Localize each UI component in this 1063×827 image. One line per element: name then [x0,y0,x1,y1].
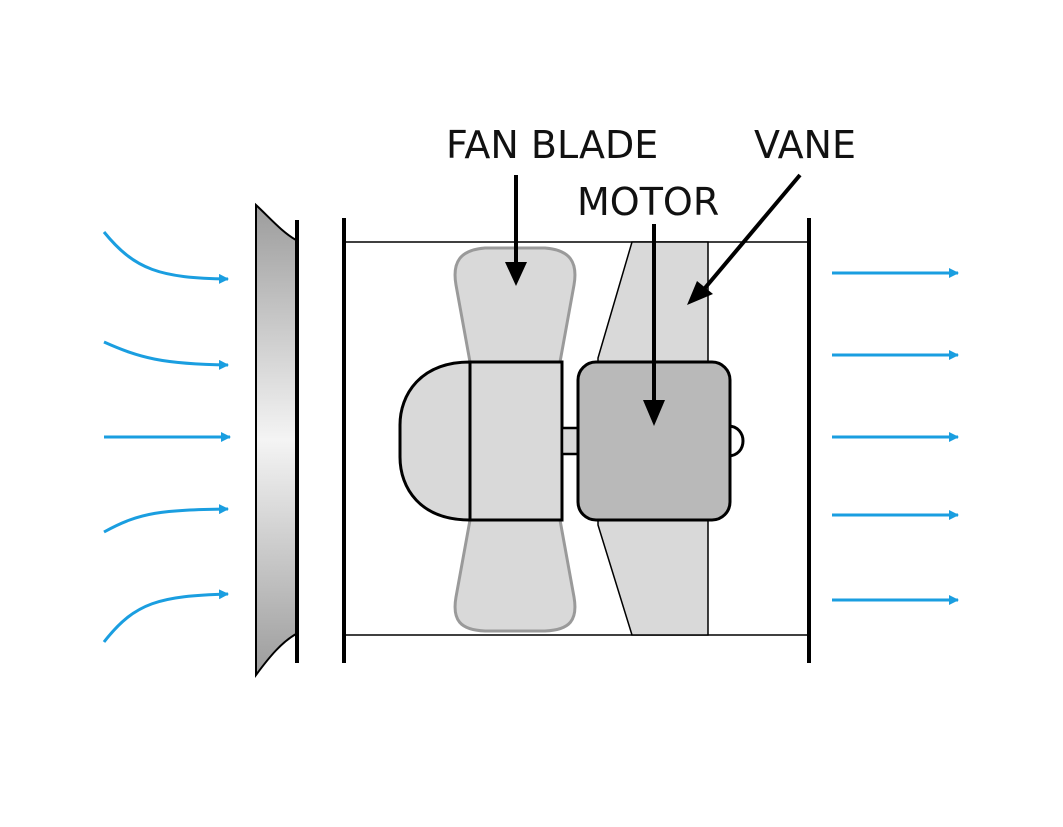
motor-label: MOTOR [577,180,720,224]
vane-label: VANE [754,123,856,167]
fan-hub [468,360,564,522]
inlet-airflow-arrow-4 [103,504,229,534]
nose-cone [398,360,472,522]
motor-pointer [643,224,665,426]
fan-blade-pointer [505,175,527,286]
fan-blade-bottom [453,518,577,633]
fan-blade-label: FAN BLADE [446,123,659,167]
inlet-airflow-arrow-5 [102,589,229,643]
fan-blade-top [453,246,577,364]
vane-pointer [687,173,802,305]
inlet-airflow-arrow-2 [103,340,229,370]
inlet-airflow-arrow-1 [102,231,229,284]
inlet-bell [255,202,297,679]
